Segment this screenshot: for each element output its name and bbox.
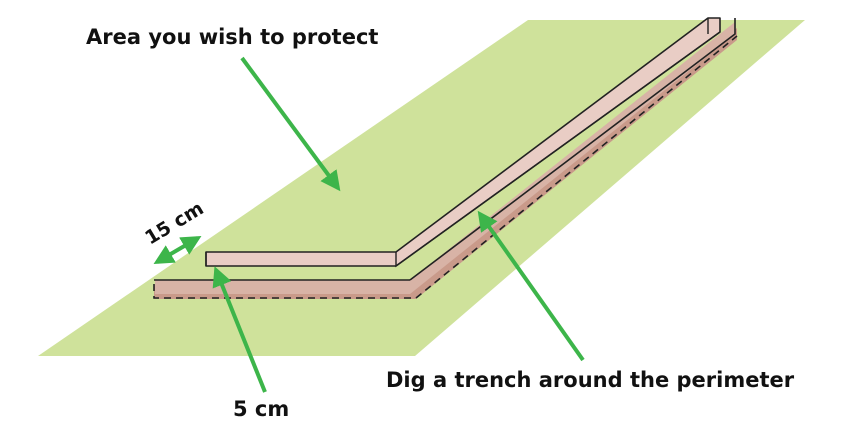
barrier-inner-edge [395, 31, 721, 268]
area-arrow [240, 56, 341, 192]
area-label: Area you wish to protect [86, 25, 378, 49]
width-label: 15 cm [141, 197, 207, 249]
barrier-outer-edge [409, 18, 736, 281]
width-double-arrow [153, 235, 202, 265]
depth-arrow [212, 266, 267, 393]
trench-label: Dig a trench around the perimeter [386, 368, 795, 392]
trench-arrow [477, 210, 585, 362]
depth-label: 5 cm [233, 397, 289, 421]
trench-dashed-outline [153, 35, 738, 299]
barrier-top-wall [205, 17, 721, 267]
